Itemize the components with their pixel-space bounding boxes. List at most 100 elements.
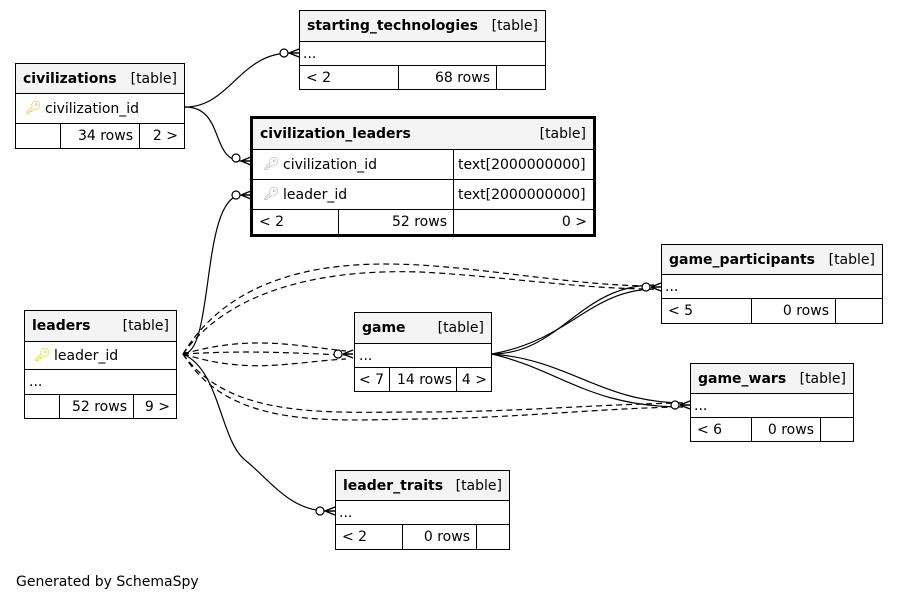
row-count: 68 rows xyxy=(398,66,496,89)
table-name: game_participants xyxy=(669,251,815,268)
table-header: civilization_leaders [table] xyxy=(253,119,593,149)
table-type: [table] xyxy=(799,370,846,387)
edge-leaders-game-1 xyxy=(182,342,347,355)
table-type: [table] xyxy=(539,126,586,142)
row-count: 14 rows xyxy=(389,368,456,391)
edge-civilizations-starting-technologies xyxy=(184,52,291,108)
table-header: leader_traits [table] xyxy=(336,471,509,500)
edge-leaders-game-wars-2 xyxy=(182,353,684,421)
children-count[interactable] xyxy=(820,418,853,441)
table-civilizations[interactable]: civilizations [table] 🔑︎ civilization_id… xyxy=(15,63,185,149)
key-icon: 🔑︎ xyxy=(263,157,280,172)
parents-count[interactable] xyxy=(16,124,60,148)
column-row: ... xyxy=(662,274,882,298)
column-name-cell: 🔑︎ civilization_id xyxy=(253,150,453,179)
edge-leaders-civilization-leaders xyxy=(182,194,243,355)
table-game[interactable]: game [table] ... < 7 14 rows 4 > xyxy=(354,312,492,392)
column-row: ... xyxy=(25,369,176,394)
parents-count[interactable]: < 2 xyxy=(306,69,332,86)
parents-count[interactable]: < 5 xyxy=(668,303,694,319)
table-name: game_wars xyxy=(698,370,787,387)
table-civilization-leaders[interactable]: civilization_leaders [table] 🔑︎ civiliza… xyxy=(250,116,596,237)
table-leaders[interactable]: leaders [table] 🔑︎ leader_id ... 52 rows… xyxy=(24,310,177,419)
column-ellipsis: ... xyxy=(29,374,43,390)
edge-leaders-game-2 xyxy=(182,351,347,356)
parents-count[interactable]: < 6 xyxy=(697,421,723,438)
table-game-participants[interactable]: game_participants [table] ... < 5 0 rows xyxy=(661,244,883,324)
crowfoot-civ-leaders-civ xyxy=(231,153,241,163)
table-footer: < 2 68 rows xyxy=(300,65,545,89)
table-name: civilization_leaders xyxy=(260,126,411,142)
table-game-wars[interactable]: game_wars [table] ... < 6 0 rows xyxy=(690,363,854,442)
table-header: game_participants [table] xyxy=(662,245,882,274)
column-row[interactable]: 🔑︎ leader_id xyxy=(25,341,176,369)
row-count: 0 rows xyxy=(751,418,820,441)
edge-game-game-participants xyxy=(491,284,655,355)
children-count[interactable]: 0 > xyxy=(453,210,593,234)
row-count: 0 rows xyxy=(402,525,476,549)
children-count[interactable]: 2 > xyxy=(139,124,184,148)
column-row[interactable]: 🔑︎ leader_id text[2000000000] xyxy=(253,179,593,209)
column-ellipsis: ... xyxy=(665,278,679,295)
column-row[interactable]: 🔑︎ civilization_id text[2000000000] xyxy=(253,149,593,179)
row-count: 52 rows xyxy=(338,210,453,234)
parents-count[interactable] xyxy=(25,395,59,418)
column-name: civilization_id xyxy=(283,156,378,173)
row-count: 52 rows xyxy=(59,395,133,418)
table-type: [table] xyxy=(437,320,484,336)
column-row: ... xyxy=(300,41,545,65)
table-name: leaders xyxy=(32,318,91,334)
column-name-cell: 🔑︎ leader_id xyxy=(253,180,453,209)
column-row[interactable]: 🔑︎ civilization_id xyxy=(16,93,184,123)
table-name: civilizations xyxy=(23,70,117,87)
edge-game-game-participants-2 xyxy=(491,288,655,355)
children-count[interactable] xyxy=(835,299,882,323)
table-type: [table] xyxy=(455,477,502,494)
children-count[interactable] xyxy=(476,525,509,549)
table-footer: < 6 0 rows xyxy=(691,417,853,441)
table-footer: < 2 0 rows xyxy=(336,524,509,549)
column-type: text[2000000000] xyxy=(453,180,593,209)
crowfoot-starting-technologies xyxy=(279,48,289,58)
parents-count[interactable]: < 7 xyxy=(359,371,385,388)
column-name: leader_id xyxy=(54,347,119,364)
edge-leaders-game-3 xyxy=(182,353,347,367)
key-icon: 🔑︎ xyxy=(263,187,280,202)
edge-leaders-leader-traits xyxy=(182,353,328,512)
parents-count[interactable]: < 2 xyxy=(342,529,368,545)
table-type: [table] xyxy=(130,70,177,87)
table-leader-traits[interactable]: leader_traits [table] ... < 2 0 rows xyxy=(335,470,510,550)
crowfoot-civ-leaders-leader xyxy=(231,190,241,200)
column-type: text[2000000000] xyxy=(453,150,593,179)
table-type: [table] xyxy=(491,18,538,34)
column-ellipsis: ... xyxy=(694,397,708,414)
table-header: game [table] xyxy=(355,313,491,343)
column-ellipsis: ... xyxy=(339,504,353,521)
crowfoot-game-wars xyxy=(670,400,680,410)
row-count: 34 rows xyxy=(60,124,139,148)
table-name: game xyxy=(362,320,406,336)
edge-game-game-wars xyxy=(491,353,684,404)
table-type: [table] xyxy=(828,251,875,268)
children-count[interactable]: 9 > xyxy=(133,395,176,418)
edge-leaders-game-wars-1 xyxy=(182,353,684,413)
table-type: [table] xyxy=(122,318,169,334)
column-name: civilization_id xyxy=(45,100,140,117)
table-starting-technologies[interactable]: starting_technologies [table] ... < 2 68… xyxy=(299,10,546,90)
edge-leaders-game-participants-2 xyxy=(182,271,655,355)
column-ellipsis: ... xyxy=(303,45,317,62)
table-header: starting_technologies [table] xyxy=(300,11,545,41)
crowfoot-game-participants xyxy=(641,282,651,292)
table-name: leader_traits xyxy=(343,477,444,494)
column-row: ... xyxy=(355,343,491,367)
table-name: starting_technologies xyxy=(307,18,478,34)
parents-count[interactable]: < 2 xyxy=(259,214,285,230)
crowfoot-game xyxy=(333,349,343,359)
table-footer: 34 rows 2 > xyxy=(16,123,184,148)
children-count[interactable]: 4 > xyxy=(456,368,491,391)
table-footer: 52 rows 9 > xyxy=(25,394,176,418)
key-icon: 🔑︎ xyxy=(25,101,42,116)
generated-by-footer: Generated by SchemaSpy xyxy=(16,574,199,590)
table-footer: < 7 14 rows 4 > xyxy=(355,367,491,391)
children-count[interactable] xyxy=(496,66,545,89)
